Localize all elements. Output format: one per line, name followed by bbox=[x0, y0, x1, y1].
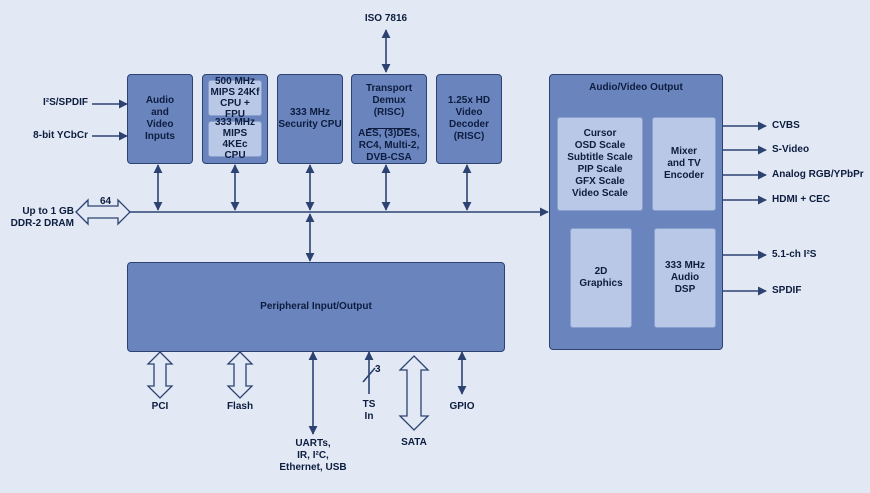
i2s-51-label: 5.1-ch I²S bbox=[772, 249, 817, 260]
ycbcr-label: 8-bit YCbCr bbox=[33, 130, 88, 141]
ts-width-slash bbox=[362, 367, 376, 383]
ddr-bus-arrow bbox=[75, 198, 131, 226]
av-output-title: Audio/Video Output bbox=[589, 82, 683, 93]
av-inputs-block: Audio and Video Inputs bbox=[127, 74, 193, 164]
cvbs-label: CVBS bbox=[772, 120, 800, 131]
security-cpu-label: 333 MHz Security CPU bbox=[278, 107, 342, 130]
uarts-label: UARTs, IR, I²C, Ethernet, USB bbox=[279, 438, 347, 473]
gpio-label: GPIO bbox=[449, 401, 475, 412]
flash-arrow bbox=[226, 351, 254, 399]
sata-label: SATA bbox=[401, 437, 427, 448]
cpu-24kf-box: 500 MHz MIPS 24Kf CPU + FPU bbox=[208, 76, 262, 120]
transport-demux-block: Transport Demux (RISC) AES, (3)DES, RC4,… bbox=[351, 74, 427, 164]
cpu-block: 500 MHz MIPS 24Kf CPU + FPU 333 MHz MIPS… bbox=[202, 74, 268, 164]
video-decoder-label: 1.25x HD Video Decoder (RISC) bbox=[447, 95, 491, 142]
flash-label: Flash bbox=[226, 401, 254, 412]
ts-in-label: TS In bbox=[362, 399, 376, 422]
peripheral-io-label: Peripheral Input/Output bbox=[260, 301, 372, 312]
pci-label: PCI bbox=[151, 401, 169, 412]
scaler-block: Cursor OSD Scale Subtitle Scale PIP Scal… bbox=[557, 117, 643, 211]
hdmi-cec-label: HDMI + CEC bbox=[772, 194, 831, 205]
security-cpu-block: 333 MHz Security CPU bbox=[277, 74, 343, 164]
cpu-4kec-box: 333 MHz MIPS 4KEc CPU bbox=[208, 117, 262, 161]
i2s-spdif-label: I²S/SPDIF bbox=[42, 97, 88, 108]
ts-width-label: 3 bbox=[375, 364, 381, 375]
ddr-dram-label: Up to 1 GB DDR-2 DRAM bbox=[10, 206, 74, 229]
svideo-label: S-Video bbox=[772, 144, 810, 155]
sata-arrow bbox=[398, 355, 430, 431]
mixer-encoder-block: Mixer and TV Encoder bbox=[652, 117, 716, 211]
transport-demux-label: Transport Demux (RISC) bbox=[365, 83, 413, 118]
crypto-label: AES, (3)DES, RC4, Multi-2, DVB-CSA bbox=[358, 128, 420, 163]
av-inputs-label: Audio and Video Inputs bbox=[145, 95, 175, 142]
video-decoder-block: 1.25x HD Video Decoder (RISC) bbox=[436, 74, 502, 164]
transport-divider bbox=[368, 128, 410, 129]
2d-graphics-block: 2D Graphics bbox=[570, 228, 632, 328]
iso7816-label: ISO 7816 bbox=[364, 13, 408, 24]
peripheral-io-block: Peripheral Input/Output bbox=[127, 262, 505, 352]
pci-arrow bbox=[146, 351, 174, 399]
av-output-block: Audio/Video Output Cursor OSD Scale Subt… bbox=[549, 74, 723, 350]
analog-rgb-label: Analog RGB/YPbPr bbox=[772, 169, 864, 180]
audio-dsp-block: 333 MHz Audio DSP bbox=[654, 228, 716, 328]
bus-width-label: 64 bbox=[100, 196, 112, 207]
spdif-output-label: SPDIF bbox=[772, 285, 802, 296]
